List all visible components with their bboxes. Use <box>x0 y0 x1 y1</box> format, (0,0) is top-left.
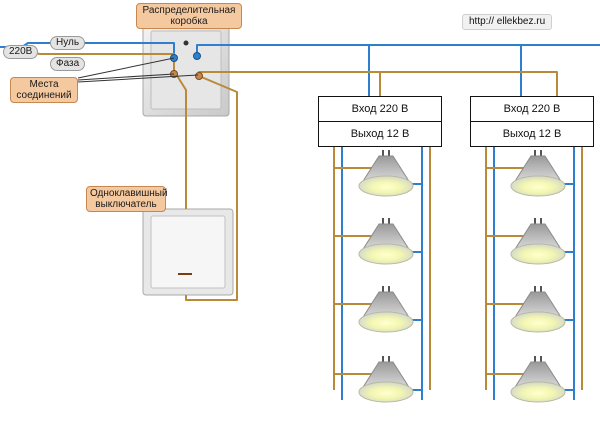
voltage-label: 220В <box>9 46 33 57</box>
junction-box-label: Распределительная коробка <box>142 5 236 27</box>
halogen-lamp-icon <box>358 286 414 333</box>
phase-pill: Фаза <box>50 57 86 71</box>
junction-box <box>142 23 230 117</box>
halogen-lamp-icon <box>510 356 566 403</box>
switch-return <box>185 75 238 301</box>
neutral-label: Нуль <box>56 37 80 48</box>
transformer-2: Вход 220 В Выход 12 В <box>470 96 594 147</box>
switch-label: Одноклавишный выключатель <box>90 188 168 210</box>
website-text: http:// ellekbez.ru <box>469 16 546 27</box>
lamps <box>358 150 566 403</box>
phase-label: Фаза <box>56 58 80 69</box>
callout-leaders <box>77 57 199 83</box>
website-link[interactable]: http:// ellekbez.ru <box>462 14 553 30</box>
transformer-output-label: Выход 12 В <box>471 121 593 146</box>
transformer-output-label: Выход 12 В <box>319 121 441 146</box>
halogen-lamp-icon <box>510 150 566 197</box>
halogen-lamp-icon <box>510 218 566 265</box>
neutral-bus <box>196 44 600 56</box>
connection-points-label: Места соединений <box>16 79 72 101</box>
switch-callout: Одноклавишный выключатель <box>86 186 168 212</box>
switched-phase-bus <box>198 71 558 96</box>
voltage-pill: 220В <box>3 45 39 59</box>
phase-to-switch <box>175 73 187 209</box>
transformer-1: Вход 220 В Выход 12 В <box>318 96 442 147</box>
transformer-input-label: Вход 220 В <box>351 103 409 115</box>
junction-box-callout: Распределительная коробка <box>136 3 242 29</box>
wall-switch[interactable] <box>142 208 234 296</box>
halogen-lamp-icon <box>358 150 414 197</box>
neutral-pill: Нуль <box>50 36 86 50</box>
transformer-input-label: Вход 220 В <box>503 103 561 115</box>
halogen-lamp-icon <box>510 286 566 333</box>
screw-icon <box>183 40 189 46</box>
halogen-lamp-icon <box>358 356 414 403</box>
connection-points-callout: Места соединений <box>10 77 78 103</box>
halogen-lamp-icon <box>358 218 414 265</box>
